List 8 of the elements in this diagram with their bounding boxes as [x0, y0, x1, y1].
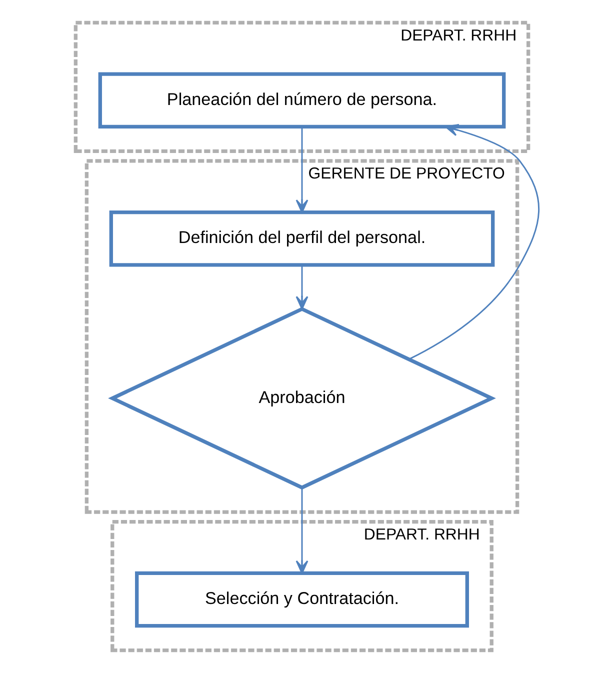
- arrow: [295, 488, 308, 574]
- node-box: Selección y Contratación.: [134, 571, 468, 628]
- node-box: Planeación del número de persona.: [98, 72, 506, 129]
- arrow: [295, 126, 308, 214]
- node-box: Definición del perfil del personal.: [108, 210, 494, 267]
- node-diamond: Aprobación: [108, 306, 496, 490]
- arrow: [295, 265, 308, 310]
- arrow: [408, 124, 539, 360]
